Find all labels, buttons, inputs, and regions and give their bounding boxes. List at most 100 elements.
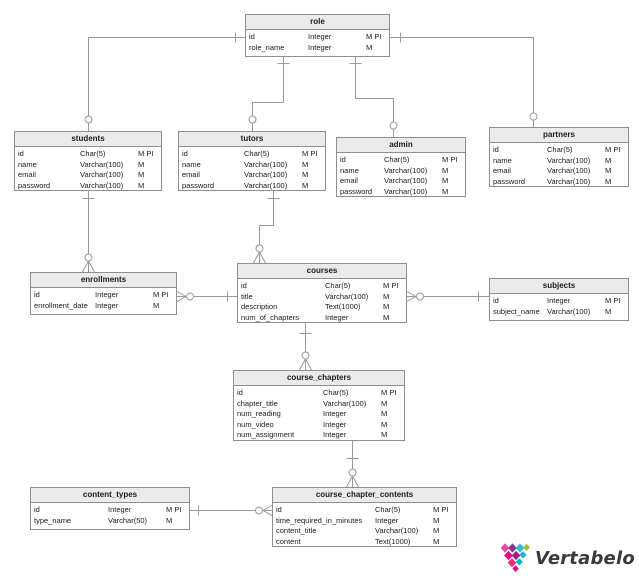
column-flags: M	[605, 176, 612, 186]
column-flags: M	[381, 398, 388, 408]
table-courses[interactable]: courses id Char(5) M PI title Varchar(10…	[237, 263, 407, 323]
table-partners[interactable]: partners id Char(5) M PI name Varchar(10…	[489, 127, 629, 187]
column-name: id	[493, 145, 499, 154]
column-flags: M PI	[138, 149, 154, 158]
column-flags: M PI	[153, 290, 169, 299]
column-type: Char(5)	[375, 505, 401, 514]
table-row: content_title Varchar(100) M	[276, 526, 453, 537]
column-flags: M	[383, 302, 390, 311]
column-name: num_of_chapters	[241, 312, 299, 322]
table-row: password Varchar(100) M	[182, 181, 322, 192]
table-role[interactable]: role id Integer M PI role_name Integer M	[245, 14, 390, 57]
column-flags: M PI	[302, 149, 318, 158]
relationship-courses-enrollments[interactable]	[176, 291, 237, 302]
table-header: content_types	[31, 488, 189, 503]
column-type: Text(1000)	[325, 302, 361, 311]
relationship-course-chapters-contents[interactable]	[346, 441, 359, 488]
table-subjects[interactable]: subjects id Integer M PI subject_name Va…	[489, 278, 629, 321]
column-name: id	[493, 296, 499, 305]
column-name: id	[34, 290, 40, 299]
relationship-content-types-contents[interactable]	[190, 505, 273, 516]
column-flags: M PI	[166, 505, 182, 514]
column-type: Varchar(100)	[384, 186, 428, 196]
column-flags: M	[138, 180, 145, 190]
table-row: type_name Varchar(50) M	[34, 516, 186, 527]
column-type: Varchar(100)	[80, 180, 124, 190]
column-name: content_title	[276, 526, 317, 535]
table-row: id Char(5) M PI	[493, 145, 625, 156]
column-type: Varchar(100)	[325, 291, 369, 301]
crow-foot	[253, 251, 266, 264]
table-content-types[interactable]: content_types id Integer M PI type_name …	[30, 487, 190, 530]
table-row: id Integer M PI	[249, 32, 386, 43]
table-header: course_chapter_contents	[273, 488, 456, 503]
table-row: name Varchar(100) M	[18, 160, 158, 171]
relationship-role-students[interactable]	[84, 32, 245, 132]
cardinality-zero-circle	[389, 121, 398, 130]
column-type: Varchar(100)	[244, 159, 288, 169]
table-row: email Varchar(100) M	[182, 170, 322, 181]
column-flags: M PI	[366, 32, 382, 41]
cardinality-zero-circle	[348, 468, 357, 477]
table-header: admin	[337, 138, 465, 153]
table-row: id Char(5) M PI	[18, 149, 158, 160]
column-flags: M	[153, 300, 160, 310]
table-course-chapter-contents[interactable]: course_chapter_contents id Char(5) M PI …	[272, 487, 457, 547]
table-row: name Varchar(100) M	[340, 166, 462, 177]
column-flags: M	[442, 186, 449, 196]
table-admin[interactable]: admin id Char(5) M PI name Varchar(100) …	[336, 137, 466, 197]
column-name: password	[493, 176, 526, 186]
table-header: subjects	[490, 279, 628, 294]
column-flags: M	[302, 159, 309, 169]
table-header: tutors	[179, 132, 325, 147]
table-row: title Varchar(100) M	[241, 292, 403, 303]
relationship-subjects-courses[interactable]	[406, 291, 489, 302]
table-header: students	[15, 132, 161, 147]
column-type: Integer	[325, 312, 349, 322]
vertabelo-logo: Vertabelo	[498, 541, 635, 575]
table-row: id Char(5) M PI	[182, 149, 322, 160]
column-type: Integer	[375, 515, 399, 525]
table-row: num_of_chapters Integer M	[241, 313, 403, 324]
cardinality-zero-circle	[529, 112, 538, 121]
column-flags: M	[433, 515, 440, 525]
cardinality-zero-circle	[84, 253, 93, 262]
column-name: id	[241, 281, 247, 290]
relationship-role-admin[interactable]	[349, 57, 398, 137]
table-enrollments[interactable]: enrollments id Integer M PI enrollment_d…	[30, 272, 177, 315]
column-flags: M	[138, 159, 145, 169]
column-flags: M	[442, 176, 449, 185]
table-course-chapters[interactable]: course_chapters id Char(5) M PI chapter_…	[233, 370, 405, 441]
crow-foot	[82, 260, 95, 273]
table-header: enrollments	[31, 273, 176, 288]
column-flags: M	[366, 42, 373, 52]
column-flags: M	[605, 155, 612, 165]
column-name: id	[249, 32, 255, 41]
column-name: description	[241, 302, 278, 311]
column-name: type_name	[34, 515, 72, 525]
column-flags: M	[442, 165, 449, 175]
column-flags: M	[381, 419, 388, 429]
crow-foot	[299, 358, 312, 371]
column-type: Varchar(100)	[547, 176, 591, 186]
column-flags: M PI	[605, 145, 621, 154]
table-row: email Varchar(100) M	[18, 170, 158, 181]
table-tutors[interactable]: tutors id Char(5) M PI name Varchar(100)…	[178, 131, 326, 191]
column-flags: M PI	[383, 281, 399, 290]
table-row: name Varchar(100) M	[182, 160, 322, 171]
table-row: num_video Integer M	[237, 420, 401, 431]
vertabelo-logo-text: Vertabelo	[535, 547, 635, 569]
column-type: Varchar(100)	[80, 159, 124, 169]
relationship-tutors-courses[interactable]	[253, 191, 280, 264]
table-row: id Char(5) M PI	[276, 505, 453, 516]
relationship-students-enrollments[interactable]	[82, 191, 95, 273]
cardinality-zero-circle	[255, 244, 264, 253]
relationship-role-tutors[interactable]	[248, 57, 290, 131]
column-name: email	[493, 166, 511, 175]
column-type: Varchar(100)	[384, 165, 428, 175]
column-name: id	[18, 149, 24, 158]
relationship-role-partners[interactable]	[390, 32, 538, 128]
relationship-courses-course-chapters[interactable]	[299, 323, 312, 371]
table-students[interactable]: students id Char(5) M PI name Varchar(10…	[14, 131, 162, 191]
column-type: Char(5)	[80, 149, 106, 158]
